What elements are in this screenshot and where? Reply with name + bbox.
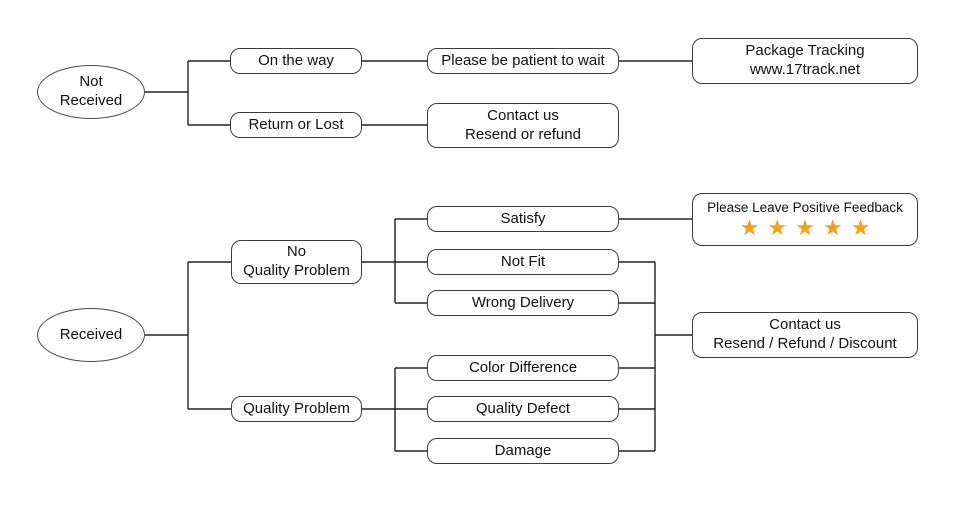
star-icon: ★ [767,215,788,241]
node-label: Please be patient to wait [441,51,605,69]
node-label-line2: Quality Problem [243,262,350,279]
node-label-line1: Contact us [487,106,559,124]
node-satisfy: Satisfy [427,206,619,232]
node-label-line1: Package Tracking [745,42,865,60]
node-label-line1: No [286,243,307,261]
node-return-or-lost: Return or Lost [230,112,362,138]
node-received: Received [37,308,145,362]
node-quality-defect: Quality Defect [427,396,619,422]
node-label: Damage [494,441,552,459]
node-on-the-way: On the way [230,48,362,74]
node-package-tracking: Package Tracking www.17track.net [692,38,918,84]
node-label: Satisfy [500,209,546,227]
node-damage: Damage [427,438,619,464]
node-not-fit: Not Fit [427,249,619,275]
node-not-received: Not Received [37,65,145,119]
node-label: Quality Problem [243,399,350,417]
star-rating: ★ ★ ★ ★ ★ [736,217,875,239]
node-contact-discount: Contact us Resend / Refund / Discount [692,312,918,358]
node-label: Return or Lost [248,115,344,133]
node-no-quality-problem: No Quality Problem [231,240,362,284]
tracking-url: www.17track.net [749,61,861,78]
node-positive-feedback: Please Leave Positive Feedback ★ ★ ★ ★ ★ [692,193,918,246]
node-please-be-patient: Please be patient to wait [427,48,619,74]
star-icon: ★ [739,215,760,241]
node-label: Received [59,325,123,343]
node-wrong-delivery: Wrong Delivery [427,290,619,316]
node-label: Wrong Delivery [471,293,575,311]
node-contact-resend-refund: Contact us Resend or refund [427,103,619,148]
feedback-title: Please Leave Positive Feedback [707,199,903,215]
node-label: Color Difference [468,358,578,376]
node-color-difference: Color Difference [427,355,619,381]
star-icon: ★ [822,215,843,241]
node-label-line1: Contact us [769,316,841,334]
node-label: Quality Defect [475,399,571,417]
node-label: Not Received [59,73,123,109]
node-label-line2: Resend or refund [465,125,581,143]
node-label: Not Fit [500,252,546,270]
node-quality-problem: Quality Problem [231,396,362,422]
node-label: On the way [258,51,334,69]
node-label-line2: Resend / Refund / Discount [713,335,897,352]
star-icon: ★ [795,215,815,241]
star-icon: ★ [850,215,871,241]
